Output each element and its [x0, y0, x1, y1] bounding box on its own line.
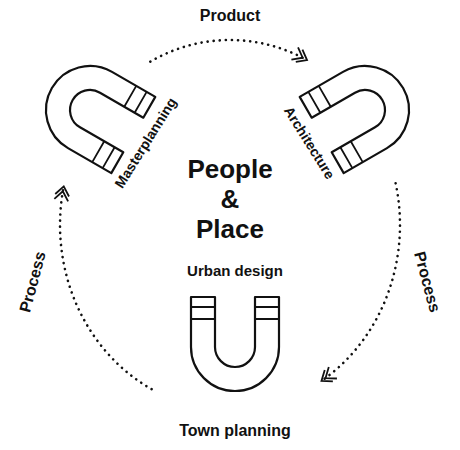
magnet-node: Architecture	[270, 35, 445, 210]
dotted-connector	[321, 183, 400, 381]
dotted-connector	[150, 40, 307, 62]
magnet-node: Masterplanning	[15, 35, 190, 210]
node-label: Architecture	[281, 104, 338, 182]
magnet-shape	[140, 255, 330, 445]
node-label: Urban design	[187, 263, 283, 280]
connector-label: Process	[410, 248, 445, 317]
center-title: People & Place	[183, 155, 277, 245]
dotted-connector	[60, 186, 152, 389]
magnet-pole-band	[191, 307, 279, 319]
magnet-outline	[191, 297, 279, 391]
connector-label: Process	[16, 248, 51, 317]
node-label: Town planning	[179, 422, 291, 440]
connector-label: Product	[198, 7, 262, 25]
magnet-node: Urban designTown planning	[140, 255, 330, 445]
